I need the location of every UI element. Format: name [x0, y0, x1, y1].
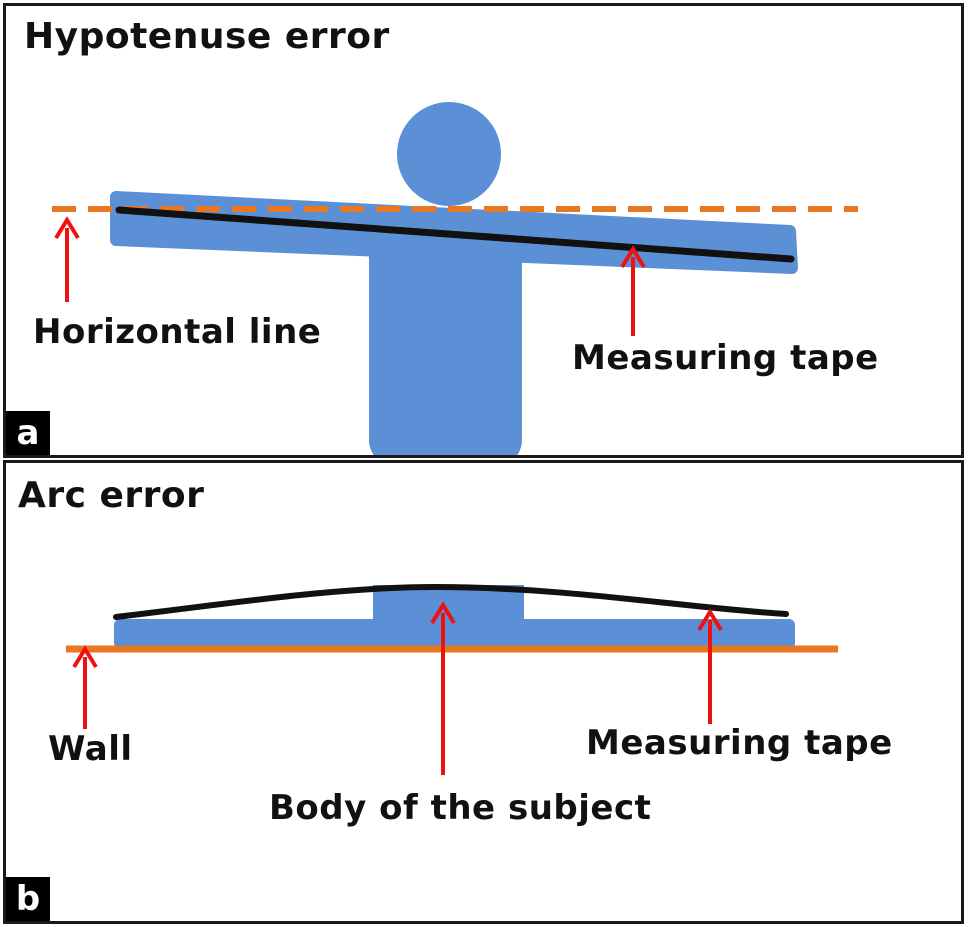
label-horizontal-line: Horizontal line — [33, 312, 322, 352]
panel-arc-error: Arc error Wall Measuring tape Body of th… — [3, 460, 964, 924]
body-torso — [369, 226, 522, 455]
arrow-horizontal-line — [54, 216, 80, 302]
measuring-tape-line — [115, 206, 795, 263]
arrow-body — [430, 601, 456, 775]
body-torso-top-view — [373, 585, 524, 635]
arrow-wall — [72, 645, 98, 729]
body-head — [397, 102, 501, 206]
arrow-measuring-tape — [620, 245, 646, 336]
label-measuring-tape: Measuring tape — [586, 723, 893, 763]
arc-figure — [66, 583, 838, 775]
panel-tag: b — [6, 877, 50, 921]
label-measuring-tape: Measuring tape — [572, 338, 879, 378]
label-wall: Wall — [48, 729, 133, 769]
panel-title: Hypotenuse error — [24, 16, 390, 57]
measuring-tape-arc — [113, 583, 789, 620]
hypotenuse-figure — [52, 102, 858, 455]
label-body-of-subject: Body of the subject — [269, 788, 652, 828]
panel-tag: a — [6, 411, 50, 455]
panel-hypotenuse-error: Hypotenuse error Horizontal line Measuri… — [3, 3, 964, 458]
panel-title: Arc error — [18, 475, 205, 516]
arrow-measuring-tape — [697, 608, 723, 724]
